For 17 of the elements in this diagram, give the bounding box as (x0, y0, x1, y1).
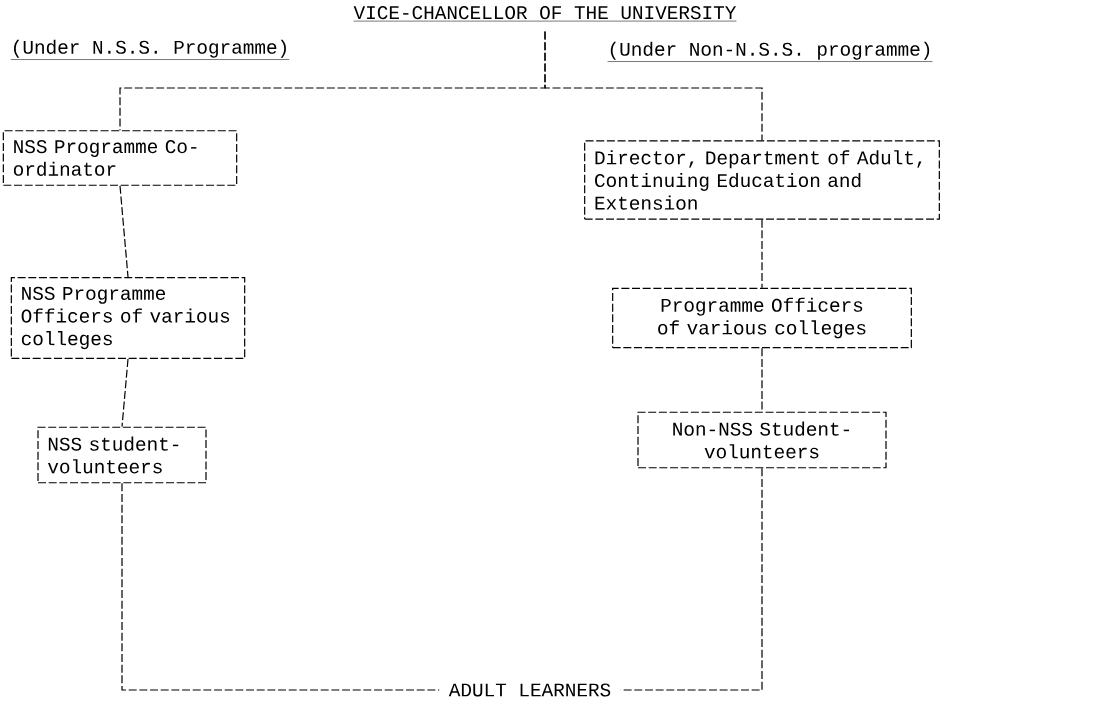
dashed-box: Programme Officers of various colleges (612, 287, 912, 349)
note-text: (Under N.S.S. Programme) (10, 39, 290, 60)
dashed-box: NSS Programme Officers of various colleges (10, 276, 246, 360)
dashed-box: NSS student-volunteers (37, 426, 207, 484)
connector-line (761, 219, 763, 289)
heading-text: VICE-CHANCELLOR OF THE UNIVERSITY (353, 6, 737, 22)
connector-line (121, 482, 440, 691)
connector-line (119, 185, 129, 278)
note-text: (Under Non-N.S.S. programme) (607, 41, 933, 62)
dashed-box: Non-NSS Student-volunteers (637, 411, 887, 469)
text: ADULT LEARNERS (448, 683, 611, 697)
connector-line (761, 347, 763, 413)
connector-line (620, 467, 763, 691)
dashed-box: Director, Department of Adult, Continuing Education and Extension (584, 140, 940, 220)
connector-line (121, 358, 129, 428)
connector-line (544, 30, 763, 141)
dashed-box: NSS Programme Co-ordinator (2, 130, 238, 186)
